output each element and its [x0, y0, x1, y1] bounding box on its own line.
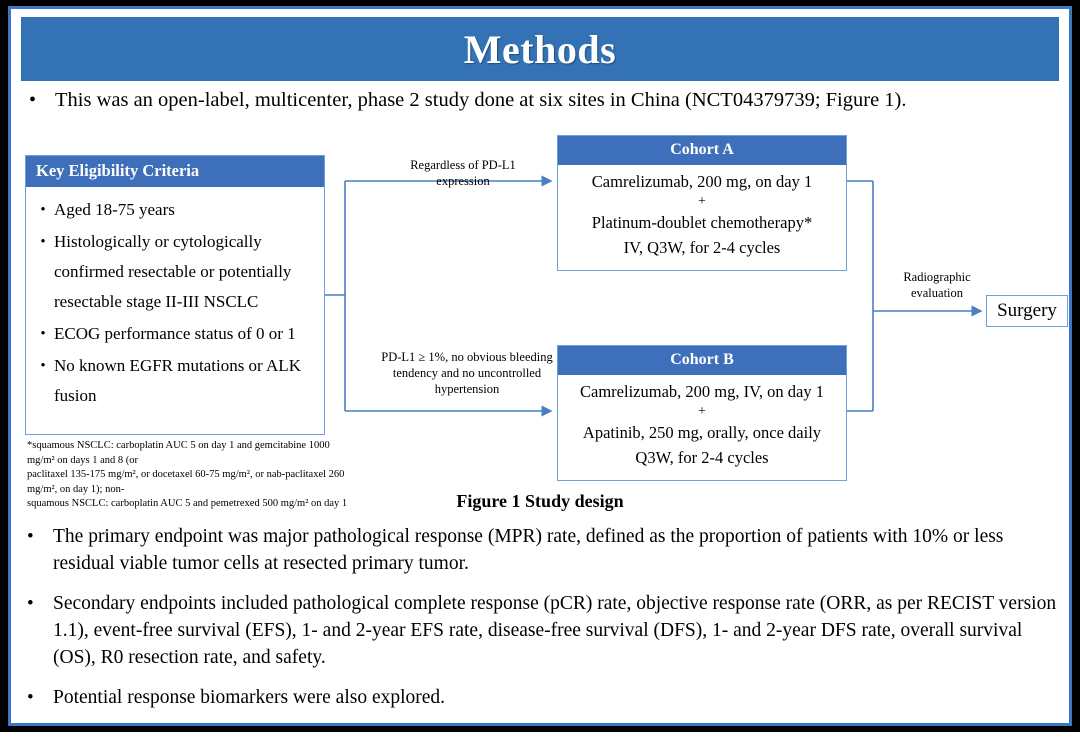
arrow-label-cohort-a: Regardless of PD-L1 expression	[410, 158, 516, 188]
list-item-label: The primary endpoint was major pathologi…	[53, 526, 1004, 574]
cohort-a-body: Camrelizumab, 200 mg, on day 1 + Platinu…	[558, 165, 846, 260]
bullet-marker-icon: •	[40, 234, 46, 250]
list-item: • Histologically or cytologically confir…	[32, 227, 318, 317]
list-item: • ECOG performance status of 0 or 1	[32, 319, 318, 349]
list-item-label: Potential response biomarkers were also …	[53, 687, 446, 708]
list-item: • The primary endpoint was major patholo…	[27, 523, 1059, 577]
bullet-marker-icon: •	[29, 89, 37, 111]
cohort-b-line: Apatinib, 250 mg, orally, once daily	[582, 423, 822, 442]
footnote-line: squamous NSCLC: carboplatin AUC 5 and pe…	[27, 498, 348, 509]
cohort-b-body: Camrelizumab, 200 mg, IV, on day 1 + Apa…	[558, 375, 846, 470]
figure-caption: Figure 1 Study design	[456, 491, 624, 511]
study-design-figure: Key Eligibility Criteria • Aged 18-75 ye…	[11, 121, 1069, 521]
bullet-marker-icon: •	[40, 326, 46, 342]
footnote-line: *squamous NSCLC: carboplatin AUC 5 on da…	[27, 440, 330, 466]
cohort-b-header: Cohort B	[558, 346, 846, 375]
arrow-label-surgery: Radiographic evaluation	[903, 270, 971, 300]
list-item: • Secondary endpoints included pathologi…	[27, 590, 1059, 671]
cohort-a-line: +	[698, 194, 706, 209]
cohort-b-line: Camrelizumab, 200 mg, IV, on day 1	[580, 382, 824, 401]
cohort-b-box: Cohort B Camrelizumab, 200 mg, IV, on da…	[557, 345, 847, 481]
list-item-label: ECOG performance status of 0 or 1	[54, 324, 296, 343]
slide-title-bar: Methods	[21, 17, 1059, 81]
surgery-label: Surgery	[997, 300, 1057, 321]
surgery-box: Surgery	[986, 295, 1068, 327]
list-item-label: No known EGFR mutations or ALK fusion	[54, 356, 301, 405]
eligibility-header: Key Eligibility Criteria	[26, 156, 324, 187]
endpoints-bullet-list: • The primary endpoint was major patholo…	[27, 523, 1059, 724]
cohort-b-line: +	[698, 404, 706, 419]
bullet-marker-icon: •	[40, 358, 46, 374]
bullet-marker-icon: •	[27, 593, 34, 614]
list-item-label: Histologically or cytologically confirme…	[54, 232, 292, 311]
flow-connectors	[325, 175, 983, 417]
bullet-marker-icon: •	[27, 526, 34, 547]
page-title: Methods	[463, 26, 617, 72]
cohort-a-box: Cohort A Camrelizumab, 200 mg, on day 1 …	[557, 135, 847, 271]
slide-canvas: Methods • This was an open-label, multic…	[8, 6, 1072, 726]
list-item: • Aged 18-75 years	[32, 195, 318, 225]
eligibility-criteria-box: Key Eligibility Criteria • Aged 18-75 ye…	[25, 155, 325, 435]
eligibility-list: • Aged 18-75 years • Histologically or c…	[26, 187, 324, 417]
arrow-label-cohort-b: PD-L1 ≥ 1%, no obvious bleeding tendency…	[381, 350, 553, 396]
footnote-line: paclitaxel 135-175 mg/m², or docetaxel 6…	[27, 469, 345, 495]
lead-bullet-text: This was an open-label, multicenter, pha…	[55, 89, 907, 111]
figure-footnote: *squamous NSCLC: carboplatin AUC 5 on da…	[27, 439, 357, 512]
lead-bullet: • This was an open-label, multicenter, p…	[29, 87, 1059, 114]
list-item: • No known EGFR mutations or ALK fusion	[32, 351, 318, 411]
bullet-marker-icon: •	[40, 202, 46, 218]
cohort-b-line: Q3W, for 2-4 cycles	[635, 448, 769, 467]
cohort-a-line: IV, Q3W, for 2-4 cycles	[623, 238, 781, 257]
list-item-label: Secondary endpoints included pathologica…	[53, 593, 1057, 668]
cohort-a-header: Cohort A	[558, 136, 846, 165]
cohort-a-line: Camrelizumab, 200 mg, on day 1	[591, 172, 813, 191]
bullet-marker-icon: •	[27, 687, 34, 708]
list-item: • Potential response biomarkers were als…	[27, 684, 1059, 711]
cohort-a-line: Platinum-doublet chemotherapy*	[591, 213, 813, 232]
list-item-label: Aged 18-75 years	[54, 200, 175, 219]
